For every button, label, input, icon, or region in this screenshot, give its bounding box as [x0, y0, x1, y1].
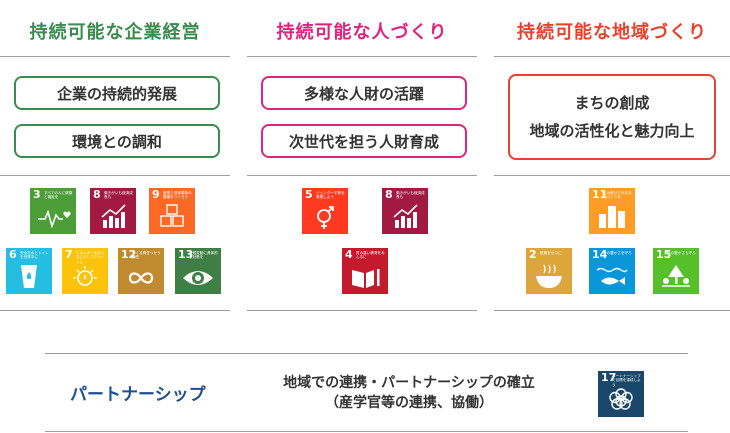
sdg-8-icon: 8 働きがいも経済成長も [90, 188, 136, 234]
sdg-caption: 働きがいも経済成長も [396, 191, 425, 200]
sdg-number: 3 [33, 188, 41, 201]
sdg-number: 9 [152, 188, 160, 201]
sdg-number: 2 [529, 248, 537, 261]
sdg-number: 12 [121, 248, 137, 261]
goal-pill: 環境との調和 [14, 124, 220, 158]
tree-icon [662, 265, 690, 287]
sdg-caption: 産業と技術革新の基盤をつくろう [163, 191, 192, 200]
sdg-13-icon: 13 気候変動に具体的な対策を [175, 248, 221, 294]
sdg-11-icon: 11 住み続けられるまちづくりを [589, 188, 635, 234]
sdg-number: 13 [178, 248, 194, 261]
goal-pill-text: 地域の活性化と魅力向上 [529, 122, 695, 140]
sdg-number: 6 [9, 248, 17, 261]
bowl-icon [536, 264, 562, 288]
divider [247, 56, 477, 57]
sdg-9-icon: 9 産業と技術革新の基盤をつくろう [149, 188, 195, 234]
divider [0, 310, 230, 311]
column-sustainable-business: 持続可能な企業経営 企業の持続的発展 環境との調和 3 すべての人に健康と福祉を… [0, 0, 230, 311]
column-human-development: 持続可能な人づくり 多様な人財の活躍 次世代を担う人財育成 5 ジェンダー平等を… [247, 0, 477, 311]
goal-pill: 企業の持続的発展 [14, 76, 220, 110]
sdg-15-icon: 15 陸の豊かさも守ろう [653, 248, 699, 294]
column-community-development: 持続可能な地域づくり まちの創成 地域の活性化と魅力向上 11 住み続けられるま… [494, 0, 730, 311]
divider [0, 175, 230, 176]
sdg-number: 7 [65, 248, 73, 261]
growth-chart-icon [393, 204, 418, 228]
cubes-icon [160, 204, 184, 227]
divider [494, 175, 730, 176]
goal-pill-text: 次世代を担う人財育成 [288, 132, 439, 151]
sdg-number: 4 [345, 248, 353, 261]
sdg-caption: パートナーシップで目標を達成しよう [612, 374, 641, 387]
partnership-rings-icon [609, 388, 633, 410]
column-title: 持続可能な人づくり [276, 22, 448, 43]
heartbeat-icon [38, 209, 71, 229]
column-title: 持続可能な企業経営 [29, 22, 201, 43]
sdg-number: 17 [601, 371, 617, 384]
goal-pill-text: 多様な人財の活躍 [303, 84, 424, 103]
sdg-caption: 気候変動に具体的な対策を [189, 251, 218, 260]
sdg-caption: 飢餓をゼロに [540, 251, 562, 255]
goal-pill-text: 企業の持続的発展 [56, 84, 177, 103]
sdg-8-icon: 8 働きがいも経済成長も [382, 188, 428, 234]
sdg-4-icon: 4 質の高い教育をみんなに [342, 248, 388, 294]
divider [45, 353, 688, 354]
city-buildings-icon [599, 206, 625, 228]
sdg-number: 15 [656, 248, 672, 261]
divider [247, 175, 477, 176]
sdg-number: 8 [385, 188, 393, 201]
sdg-caption: 安全な水とトイレを世界中に [20, 251, 49, 260]
sdg-caption: 海の豊かさを守ろう [603, 251, 632, 260]
goal-pill-text: 環境との調和 [72, 132, 162, 151]
sdg-caption: 働きがいも経済成長も [104, 191, 133, 200]
sdg-7-icon: 7 エネルギーをみんなにそしてクリーンに [62, 248, 108, 294]
column-title: 持続可能な地域づくり [517, 22, 707, 43]
sdg-caption: ジェンダー平等を実現しよう [316, 191, 345, 200]
partnership-line1: 地域での連携・パートナーシップの確立 [283, 375, 535, 391]
sdg-caption: すべての人に健康と福祉を [44, 191, 73, 200]
goal-pill: まちの創成 地域の活性化と魅力向上 [508, 74, 716, 160]
partnership-description: 地域での連携・パートナーシップの確立 （産学官等の連携、協働） [230, 373, 588, 413]
sdg-5-icon: 5 ジェンダー平等を実現しよう [302, 188, 348, 234]
divider [0, 56, 230, 57]
sdg-caption: つくる責任つかう責任 [132, 251, 161, 260]
divider [494, 56, 730, 57]
goal-pill: 多様な人財の活躍 [261, 76, 467, 110]
divider [247, 310, 477, 311]
sdg-caption: 住み続けられるまちづくりを [603, 191, 632, 200]
partnership-line2: （産学官等の連携、協働） [325, 395, 493, 411]
sdg-12-icon: 12 つくる責任つかう責任 [118, 248, 164, 294]
book-pencil-icon [352, 269, 380, 288]
sdg-2-icon: 2 飢餓をゼロに [526, 248, 572, 294]
gender-equality-icon [317, 206, 334, 229]
sdg-6-icon: 6 安全な水とトイレを世界中に [6, 248, 52, 294]
partnership-label: パートナーシップ [70, 385, 206, 405]
divider [494, 310, 730, 311]
divider [45, 431, 688, 432]
water-glass-icon [21, 265, 37, 288]
sdg-number: 14 [592, 248, 608, 261]
sdg-number: 5 [305, 188, 313, 201]
growth-chart-icon [101, 204, 126, 228]
sdg-caption: 陸の豊かさも守ろう [667, 251, 696, 260]
fish-icon [596, 267, 628, 285]
sdg-caption: エネルギーをみんなにそしてクリーンに [76, 251, 105, 264]
sdg-3-icon: 3 すべての人に健康と福祉を [30, 188, 76, 234]
sdg-17-icon: 17 パートナーシップで目標を達成しよう [598, 371, 644, 417]
infinity-icon [128, 272, 154, 284]
goal-pill: 次世代を担う人財育成 [261, 124, 467, 158]
sdg-caption: 質の高い教育をみんなに [356, 251, 385, 260]
goal-pill-text: まちの創成 [574, 94, 650, 112]
sdg-number: 8 [93, 188, 101, 201]
sun-power-icon [73, 266, 97, 286]
sdg-number: 11 [592, 188, 608, 201]
earth-eye-icon [183, 271, 213, 285]
sdg-14-icon: 14 海の豊かさを守ろう [589, 248, 635, 294]
